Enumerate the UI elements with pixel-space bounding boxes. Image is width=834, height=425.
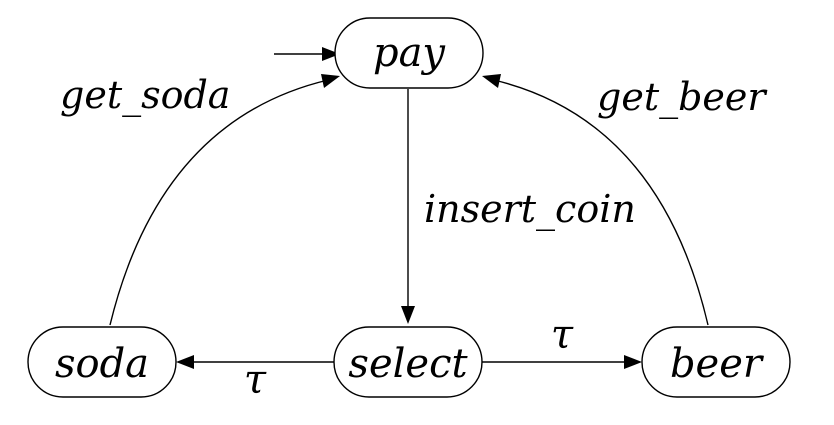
label-tau-select-beer: τ <box>551 312 574 358</box>
state-pay: pay <box>334 17 484 89</box>
state-select: select <box>333 326 483 398</box>
initial-state-arrow <box>274 47 340 61</box>
edge-soda-to-pay <box>109 74 340 326</box>
edge-beer-to-pay <box>482 74 709 326</box>
label-insert-coin: insert_coin <box>424 187 636 232</box>
label-get-beer: get_beer <box>597 75 768 120</box>
state-soda: soda <box>27 326 177 398</box>
state-select-label: select <box>348 341 468 387</box>
state-beer-label: beer <box>670 341 765 387</box>
edge-select-to-beer <box>482 355 642 369</box>
state-soda-label: soda <box>55 341 149 387</box>
label-tau-select-soda: τ <box>244 357 267 403</box>
state-pay-label: pay <box>373 30 446 76</box>
state-beer: beer <box>641 326 791 398</box>
edge-select-to-soda <box>176 355 334 369</box>
edge-pay-to-select <box>401 89 415 324</box>
label-get-soda: get_soda <box>60 73 230 118</box>
